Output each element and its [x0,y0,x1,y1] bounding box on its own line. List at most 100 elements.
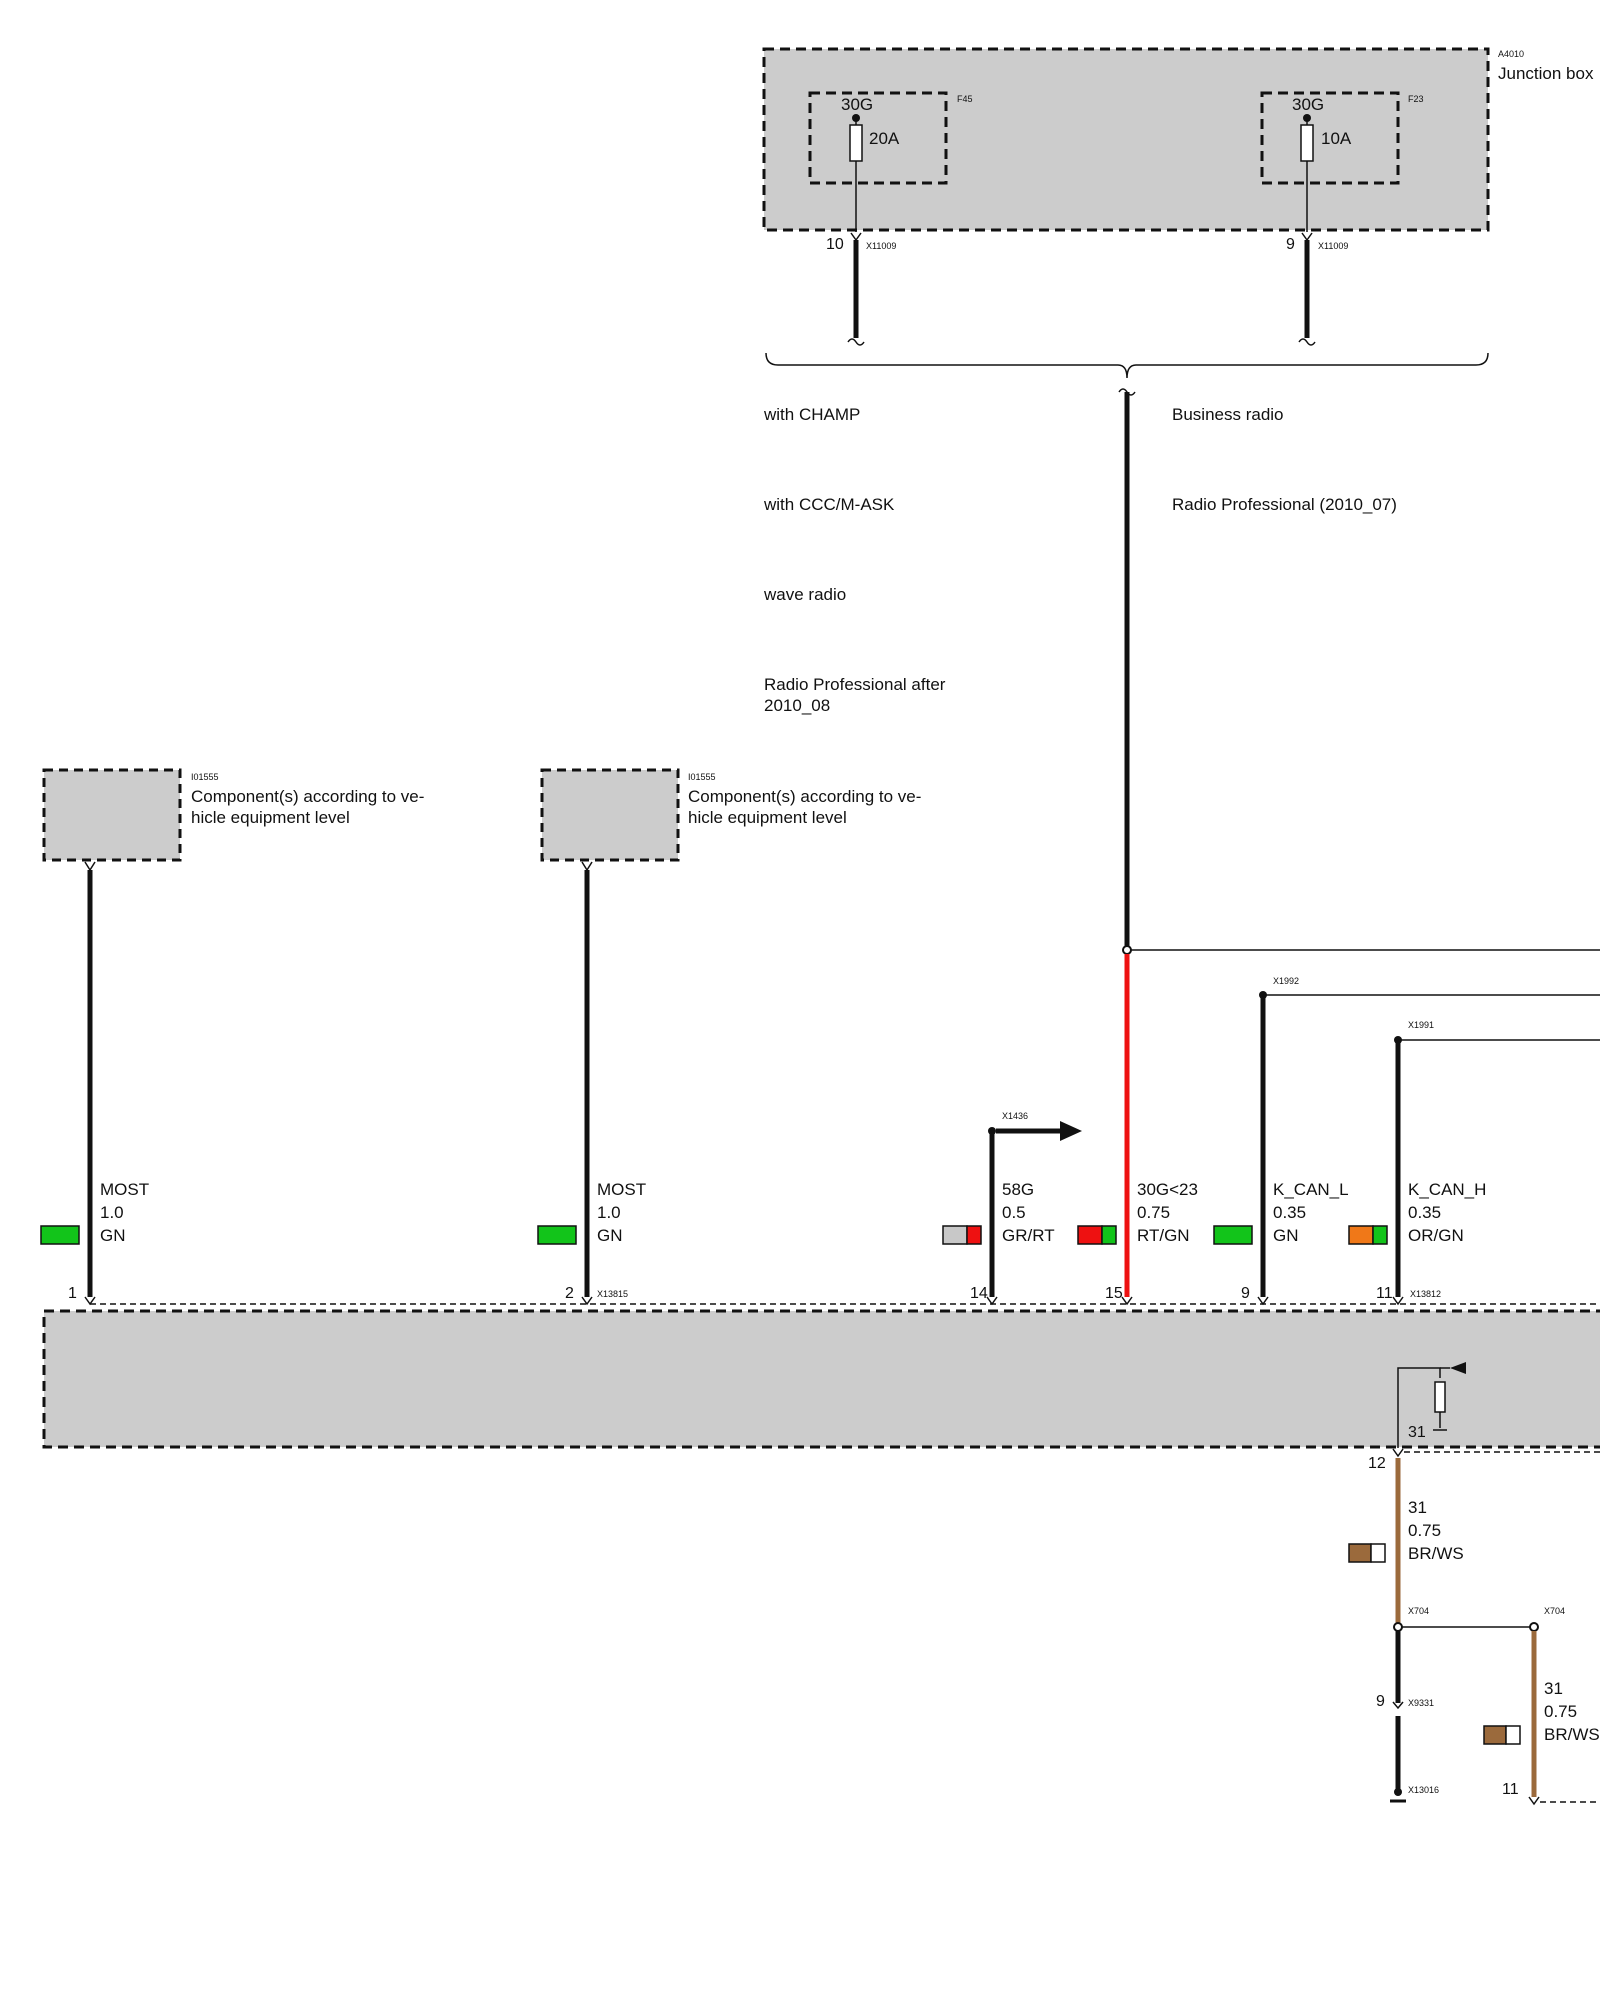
wire-size: 0.75 [1408,1521,1441,1540]
fuse-id: F45 [957,94,973,104]
wire-color-swatch [942,1225,968,1245]
splice-id: X704 [1408,1606,1429,1616]
pin-terminal [581,1296,593,1306]
wire-size: 0.35 [1408,1203,1441,1222]
splice-node [1529,1622,1539,1632]
connector-id: X13812 [1410,1289,1441,1299]
resistor-icon [1434,1381,1446,1413]
variant-item: wave radio [763,585,846,604]
pin-number: 2 [565,1285,574,1302]
pin-terminal [986,1296,998,1306]
pin-terminal [1257,1296,1269,1306]
wire-signal: MOST [100,1180,149,1199]
pin-terminal [1121,1296,1133,1306]
wire-signal: 31 [1544,1679,1563,1698]
component-middle: I01555 Component(s) according to ve- hic… [540,768,926,872]
variant-list-left: with CHAMP with CCC/M-ASK wave radio Rad… [763,405,950,715]
fuse-icon [849,124,863,162]
pin-number: 9 [1286,236,1295,253]
wire-signal: 58G [1002,1180,1034,1199]
wire-color-swatch [966,1225,982,1245]
splice-id: X1991 [1408,1020,1434,1030]
splice-node [1122,945,1132,955]
wire-color-swatch [1505,1725,1521,1745]
component-id: I01555 [191,772,219,782]
variant-item: Radio Professional after 2010_08 [764,675,950,715]
wire-signal: 31 [1408,1498,1427,1517]
pin-terminal [84,1296,96,1306]
wire-color-swatch [537,1225,577,1245]
ground-wiring: 12 31 0.75 BR/WS X704 X704 9 X9331 X1301… [1348,1448,1600,1806]
connector-id: X13815 [597,1289,628,1299]
junction-box-title: Junction box [1498,64,1594,83]
arrow-left-icon [1450,1362,1466,1374]
junction-outputs: 10 X11009 9 X11009 [826,232,1348,346]
fuse-f45: F45 30G 20A [808,91,973,232]
variant-brace [765,352,1489,379]
pin-number: 14 [970,1285,988,1302]
wire-size: 0.5 [1002,1203,1026,1222]
wire-color-swatch [1077,1225,1103,1245]
wire-size: 1.0 [597,1203,621,1222]
wire-color-code: GN [1273,1226,1299,1245]
main-unit [42,1309,1600,1449]
splice-id: X704 [1544,1606,1565,1616]
pin-number: 10 [826,236,844,253]
component-left: I01555 Component(s) according to ve- hic… [42,768,429,872]
wire-signal: K_CAN_H [1408,1180,1486,1199]
connector-id: X11009 [1318,241,1348,251]
pin-number: 11 [1376,1285,1393,1302]
splice-id: X1992 [1273,976,1299,986]
junction-box: A4010 Junction box F45 30G 20A F23 30G 1… [762,47,1594,232]
pin-number: 12 [1368,1455,1386,1472]
wire-color-swatch [1348,1543,1372,1563]
wire-size: 0.35 [1273,1203,1306,1222]
fuse-f23: F23 30G 10A [1260,91,1424,232]
wire-size: 0.75 [1544,1702,1577,1721]
pin-number: 9 [1241,1285,1250,1302]
ground-label: 31 [1408,1424,1426,1441]
variant-item: Business radio [1172,405,1284,424]
variant-list-right: Business radio Radio Professional (2010_… [1172,405,1397,514]
wire-color-code: GN [100,1226,126,1245]
splice-lines: X1992 X1991 X1436 [988,945,1600,1141]
pin-number: 11 [1502,1781,1519,1798]
splice-id: X1436 [1002,1111,1028,1121]
fuse-rating: 20A [869,129,900,148]
splice-node [1393,1622,1403,1632]
wire-color-swatch [1483,1725,1507,1745]
wire-size: 1.0 [100,1203,124,1222]
component-text: Component(s) according to ve- hicle equi… [688,787,926,827]
wire-color-code: RT/GN [1137,1226,1190,1245]
wire-signal: 30G<23 [1137,1180,1198,1199]
wire-color-swatch [1348,1225,1374,1245]
variant-item: with CCC/M-ASK [763,495,895,514]
junction-box-id: A4010 [1498,49,1524,59]
ground-point-id: X13016 [1408,1785,1439,1795]
wire-color-swatch [1372,1225,1388,1245]
pin-terminal [1392,1296,1404,1306]
wire-signal: K_CAN_L [1273,1180,1349,1199]
wire-color-swatch [1101,1225,1117,1245]
component-id: I01555 [688,772,716,782]
wire-color-swatch [1213,1225,1253,1245]
pin-number: 15 [1105,1285,1123,1302]
fuse-terminal: 30G [1292,95,1324,114]
component-text: Component(s) according to ve- hicle equi… [191,787,429,827]
fuse-icon [1300,124,1314,162]
arrow-right-icon [1060,1121,1082,1141]
wire-color-swatch [1370,1543,1386,1563]
pin-number: 9 [1376,1693,1385,1710]
wire-size: 0.75 [1137,1203,1170,1222]
wire-color-code: BR/WS [1408,1544,1464,1563]
connector-id: X9331 [1408,1698,1434,1708]
wire-color-code: GN [597,1226,623,1245]
wire-color-code: BR/WS [1544,1725,1600,1744]
wire-color-code: GR/RT [1002,1226,1055,1245]
wire-color-code: OR/GN [1408,1226,1464,1245]
internal-ground: 31 [1397,1362,1600,1453]
wire-signal: MOST [597,1180,646,1199]
wire-group: MOST1.0GN1MOST1.0GN258G0.5GR/RT1430G<230… [40,870,1486,1306]
fuse-terminal: 30G [841,95,873,114]
